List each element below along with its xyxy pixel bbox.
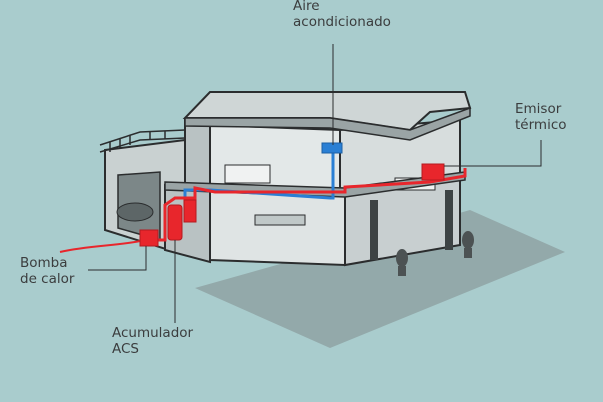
leader-lines [88, 44, 542, 323]
label-line: de calor [20, 271, 75, 287]
potted-plants [396, 231, 474, 276]
label-line: acondicionado [293, 14, 391, 30]
air-conditioner-unit [321, 142, 343, 154]
cold-pipe [183, 150, 335, 200]
column [370, 200, 378, 260]
hot-pipe [152, 168, 467, 242]
label-line: térmico [515, 117, 567, 133]
heat-emitter-radiator [421, 163, 445, 181]
terrace-railing [99, 129, 186, 153]
ground-pipe [59, 239, 146, 253]
bed [224, 164, 271, 184]
acs-tank-2 [183, 199, 197, 223]
label-line: ACS [112, 341, 139, 357]
kitchen-counter [254, 214, 306, 226]
column [445, 190, 453, 250]
roof-front-edge [184, 106, 471, 141]
label-line: Bomba [20, 255, 68, 271]
heat-pump-unit [139, 229, 159, 247]
acs-tank [167, 204, 183, 241]
label-line: Emisor [515, 101, 562, 117]
label-line: Acumulador [112, 325, 194, 341]
label-line: Aire [293, 0, 320, 14]
garage-car [116, 202, 154, 222]
upper-left-wall [184, 118, 211, 192]
